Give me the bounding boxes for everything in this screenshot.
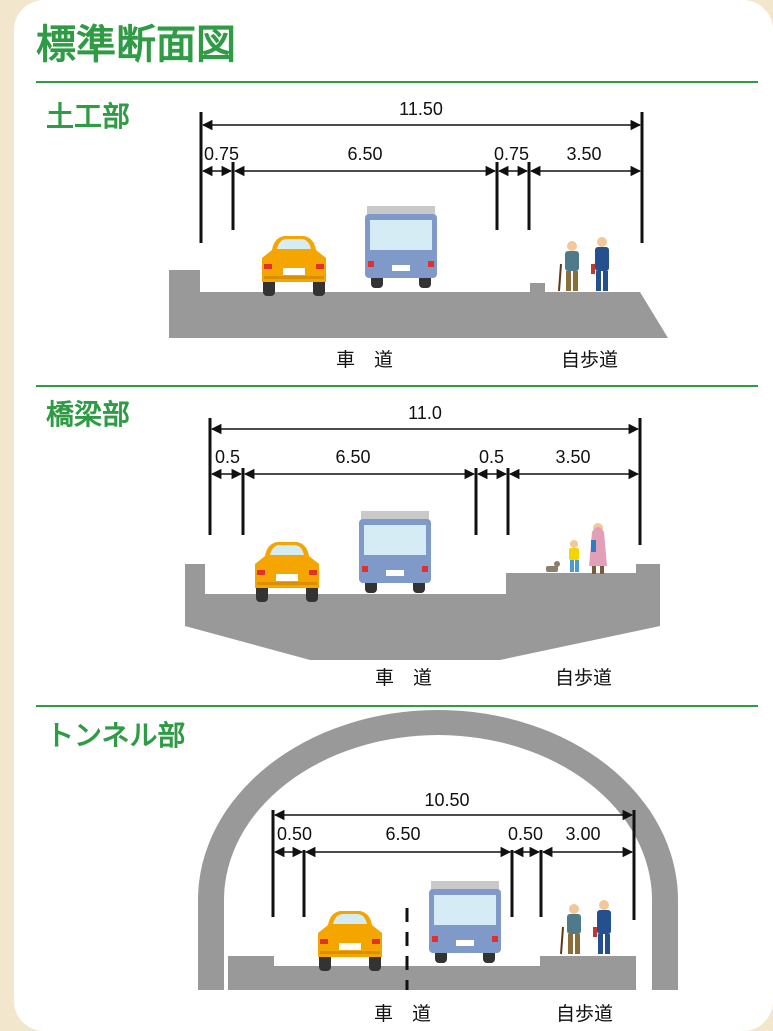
dim-sidewalk: 3.00 — [565, 824, 600, 844]
truck-icon — [365, 206, 437, 288]
dim-total: 11.0 — [408, 403, 442, 423]
dim-shoulder-right: 0.75 — [494, 144, 529, 164]
section-heading-earthwork: 土工部 — [46, 100, 130, 133]
dim-shoulder-right: 0.50 — [508, 824, 543, 844]
label-sidewalk: 自歩道 — [561, 349, 618, 371]
dim-sidewalk: 3.50 — [566, 144, 601, 164]
section-heading-bridge: 橋梁部 — [46, 398, 130, 431]
dim-shoulder-right: 0.5 — [479, 447, 504, 467]
truck-icon — [359, 511, 431, 593]
label-sidewalk: 自歩道 — [555, 667, 612, 689]
truck-icon — [429, 881, 501, 963]
label-carriageway: 車 道 — [336, 349, 393, 371]
section-earthwork: 土工部 11.50 0.75 6.50 0.75 3.50 車 道 自歩道 — [46, 99, 668, 371]
page-title: 標準断面図 — [36, 22, 236, 68]
dim-shoulder-left: 0.50 — [277, 824, 312, 844]
section-heading-tunnel: トンネル部 — [46, 719, 185, 752]
dim-carriageway: 6.50 — [385, 824, 420, 844]
road-body — [228, 956, 636, 990]
dim-shoulder-left: 0.5 — [215, 447, 240, 467]
dim-sidewalk: 3.50 — [555, 447, 590, 467]
label-sidewalk: 自歩道 — [556, 1003, 613, 1025]
dim-total: 11.50 — [399, 99, 443, 119]
bridge-deck — [185, 564, 660, 660]
section-bridge: 橋梁部 11.0 0.5 6.50 0.5 3.50 車 道 自歩道 — [46, 398, 660, 689]
label-carriageway: 車 道 — [375, 667, 432, 689]
section-tunnel: トンネル部 10.50 0.50 6.50 0.50 3.00 車 道 自歩道 — [46, 710, 678, 1025]
label-carriageway: 車 道 — [374, 1003, 431, 1025]
dim-carriageway: 6.50 — [335, 447, 370, 467]
dim-total: 10.50 — [424, 790, 469, 810]
road-body — [169, 270, 668, 338]
dim-carriageway: 6.50 — [347, 144, 382, 164]
dim-shoulder-left: 0.75 — [204, 144, 239, 164]
